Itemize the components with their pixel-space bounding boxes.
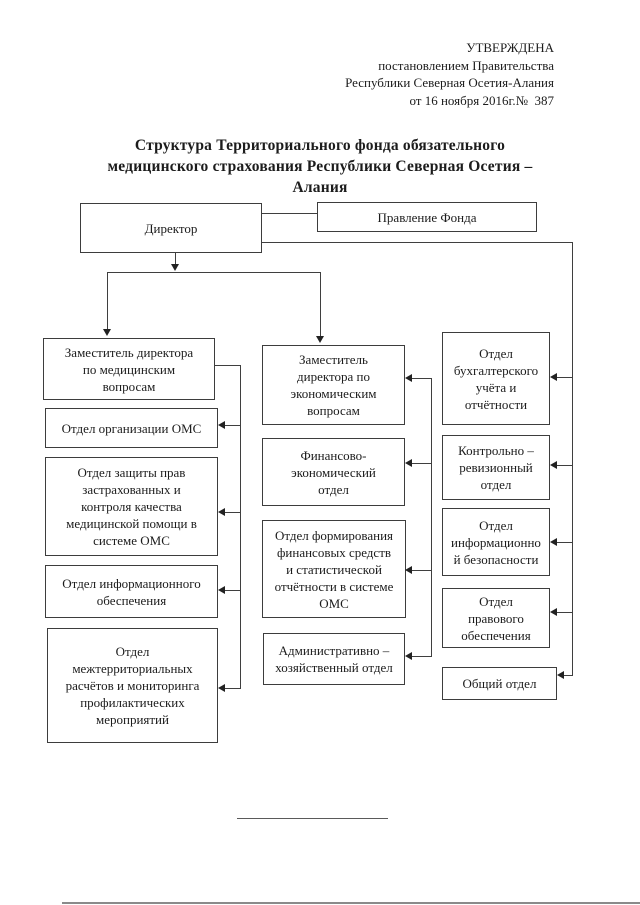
branch-line <box>556 465 572 466</box>
branch-line <box>224 590 240 591</box>
org-box-label: Заместитель директора по медицинским воп… <box>64 344 194 394</box>
arrowhead-down-icon <box>103 329 111 336</box>
arrowhead-left-icon <box>550 461 557 469</box>
arrowhead-down-icon <box>171 264 179 271</box>
org-box-information-security: Отдел информационно й безопасности <box>442 508 550 576</box>
arrowhead-left-icon <box>550 608 557 616</box>
approval-block: УТВЕРЖДЕНА постановлением Правительства … <box>345 39 554 109</box>
branch-line <box>411 378 431 379</box>
branch-line <box>411 570 431 571</box>
connector-director-down <box>175 252 176 265</box>
org-box-financial-economic: Финансово- экономический отдел <box>262 438 405 506</box>
approval-line: Республики Северная Осетия-Алания <box>345 75 554 90</box>
org-box-rights-protection: Отдел защиты прав застрахованных и контр… <box>45 457 218 556</box>
arrowhead-left-icon <box>218 508 225 516</box>
org-box-label: Отдел информационно й безопасности <box>451 517 541 567</box>
page-scan-edge-line <box>62 902 640 904</box>
org-box-label: Отдел организации ОМС <box>61 420 202 436</box>
branch-line <box>556 377 572 378</box>
footnote-separator-line <box>237 818 388 819</box>
org-box-label: Контрольно – ревизионный отдел <box>458 443 534 492</box>
branch-line <box>556 612 572 613</box>
org-box-interterritorial: Отдел межтерриториальных расчётов и мони… <box>47 628 218 743</box>
arrowhead-left-icon <box>218 586 225 594</box>
org-box-label: Заместитель директора по экономическим в… <box>290 352 377 418</box>
org-box-label: Административно – хозяйственный отдел <box>275 643 393 675</box>
approval-line: УТВЕРЖДЕНА <box>466 40 554 55</box>
org-box-label: Общий отдел <box>462 676 537 691</box>
approval-line: постановлением Правительства <box>378 57 554 73</box>
org-box-funds-formation: Отдел формирования финансовых средств и … <box>262 520 406 618</box>
arrowhead-left-icon <box>557 671 564 679</box>
branch-line <box>563 675 572 676</box>
org-box-label: Отдел бухгалтерского учёта и отчётности <box>453 345 539 412</box>
org-box-label: Отдел информационного обеспечения <box>62 575 201 608</box>
arrowhead-left-icon <box>405 374 412 382</box>
org-box-board: Правление Фонда <box>317 202 537 232</box>
middle-spine-line <box>431 378 432 657</box>
left-spine-elbow <box>215 365 240 366</box>
org-box-label: Директор <box>144 220 198 236</box>
approval-line: от 16 ноября 2016г.№ 387 <box>409 92 554 108</box>
org-box-label: Отдел защиты прав застрахованных и контр… <box>66 465 197 548</box>
org-box-label: Правление Фонда <box>377 209 477 225</box>
arrowhead-left-icon <box>405 459 412 467</box>
org-box-label: Отдел межтерриториальных расчётов и мони… <box>65 644 200 727</box>
org-box-deputy-economic: Заместитель директора по экономическим в… <box>262 345 405 425</box>
org-box-label: Отдел формирования финансовых средств и … <box>274 527 394 611</box>
branch-line <box>556 542 572 543</box>
connector-director-board <box>262 213 317 214</box>
org-box-deputy-medical: Заместитель директора по медицинским воп… <box>43 338 215 400</box>
org-box-general: Общий отдел <box>442 667 557 700</box>
arrowhead-left-icon <box>218 684 225 692</box>
arrowhead-left-icon <box>550 373 557 381</box>
branch-line <box>224 512 240 513</box>
arrowhead-down-icon <box>316 336 324 343</box>
branch-line <box>224 688 240 689</box>
arrowhead-left-icon <box>405 566 412 574</box>
branch-line <box>224 425 240 426</box>
org-box-legal: Отдел правового обеспечения <box>442 588 550 648</box>
org-box-director: Директор <box>80 203 262 253</box>
connector-director-right <box>262 242 573 243</box>
org-box-information-support: Отдел информационного обеспечения <box>45 565 218 618</box>
connector-to-deputy-economic <box>320 272 321 336</box>
connector-split-line <box>107 272 320 273</box>
branch-line <box>411 656 431 657</box>
org-box-administrative: Административно – хозяйственный отдел <box>263 633 405 685</box>
org-box-oms-organization: Отдел организации ОМС <box>45 408 218 448</box>
arrowhead-left-icon <box>405 652 412 660</box>
branch-line <box>411 463 431 464</box>
arrowhead-left-icon <box>550 538 557 546</box>
org-box-label: Финансово- экономический отдел <box>291 447 376 497</box>
arrowhead-left-icon <box>218 421 225 429</box>
org-box-accounting: Отдел бухгалтерского учёта и отчётности <box>442 332 550 425</box>
org-box-control-audit: Контрольно – ревизионный отдел <box>442 435 550 500</box>
connector-to-deputy-medical <box>107 272 108 329</box>
org-box-label: Отдел правового обеспечения <box>461 593 531 643</box>
left-spine-line <box>240 365 241 689</box>
document-title: Структура Территориального фонда обязате… <box>107 137 533 196</box>
right-spine-line <box>572 242 573 676</box>
